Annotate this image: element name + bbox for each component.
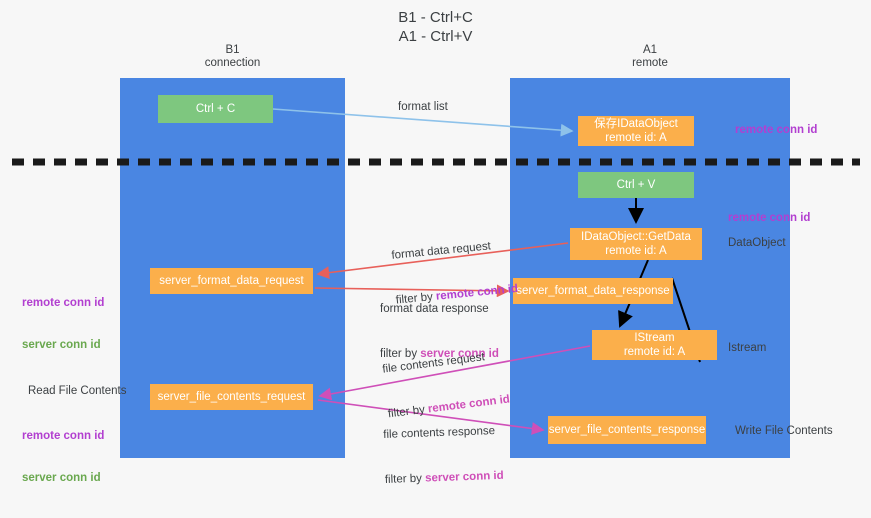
annotation-dataobject: DataObject [728, 237, 786, 249]
box-ctrl-v[interactable]: Ctrl + V [578, 172, 694, 198]
annotation-left-server-conn-id-2: server conn id [22, 472, 101, 484]
annotation-right-remote-conn-id-1: remote conn id [735, 124, 818, 136]
edge-label-file-contents-response-line1: file contents response [383, 425, 496, 441]
filter-key-server-conn-id: server conn id [424, 469, 504, 485]
box-server-file-contents-response[interactable]: server_file_contents_response [548, 416, 706, 444]
edge-label-file-contents-request-line1: file contents request [381, 351, 486, 376]
box-server-format-data-request[interactable]: server_format_data_request [150, 268, 313, 294]
annotation-left-server-conn-id-1: server conn id [22, 339, 101, 351]
annotation-istream: Istream [728, 342, 767, 354]
box-idataobject-getdata[interactable]: IDataObject::GetData remote id: A [570, 228, 702, 260]
annotation-left-conn-ids-1: remote conn id server conn id [22, 268, 104, 380]
box-ctrl-c[interactable]: Ctrl + C [158, 95, 273, 123]
lane-header-a1: A1 remote [632, 44, 668, 69]
annotation-left-remote-conn-id-1: remote conn id [22, 297, 105, 309]
page-title: B1 - Ctrl+C A1 - Ctrl+V [398, 9, 473, 45]
filter-prefix: filter by [384, 472, 426, 486]
edge-label-format-list: format list [398, 101, 448, 113]
box-istream[interactable]: IStream remote id: A [592, 330, 717, 360]
diagram-canvas: B1 - Ctrl+C A1 - Ctrl+V B1 connection A1… [12, 9, 860, 486]
box-server-format-data-response[interactable]: server_format_data_response [513, 278, 673, 304]
annotation-write-file-contents: Write File Contents [735, 425, 833, 437]
annotation-left-remote-conn-id-2: remote conn id [22, 430, 105, 442]
edge-label-format-data-response: format data response filter by server co… [380, 272, 499, 392]
box-server-file-contents-request[interactable]: server_file_contents_request [150, 384, 313, 410]
box-save-idataobject[interactable]: 保存IDataObject remote id: A [578, 116, 694, 146]
edge-label-format-data-request-line1: format data request [390, 240, 492, 262]
filter-key-server-conn-id: server conn id [420, 348, 499, 360]
annotation-right-remote-conn-id-2: remote conn id [728, 212, 811, 224]
edge-label-format-data-response-line1: format data response [380, 303, 489, 315]
annotation-left-conn-ids-2: remote conn id server conn id [22, 401, 104, 513]
edge-label-format-data-response-line2: filter by server conn id [380, 347, 499, 362]
lane-header-b1: B1 connection [204, 44, 261, 69]
edge-label-file-contents-response: file contents response filter by server … [382, 394, 505, 518]
filter-prefix: filter by [380, 348, 421, 360]
edge-label-file-contents-response-line2: filter by server conn id [385, 469, 504, 488]
annotation-read-file-contents: Read File Contents [28, 385, 127, 397]
